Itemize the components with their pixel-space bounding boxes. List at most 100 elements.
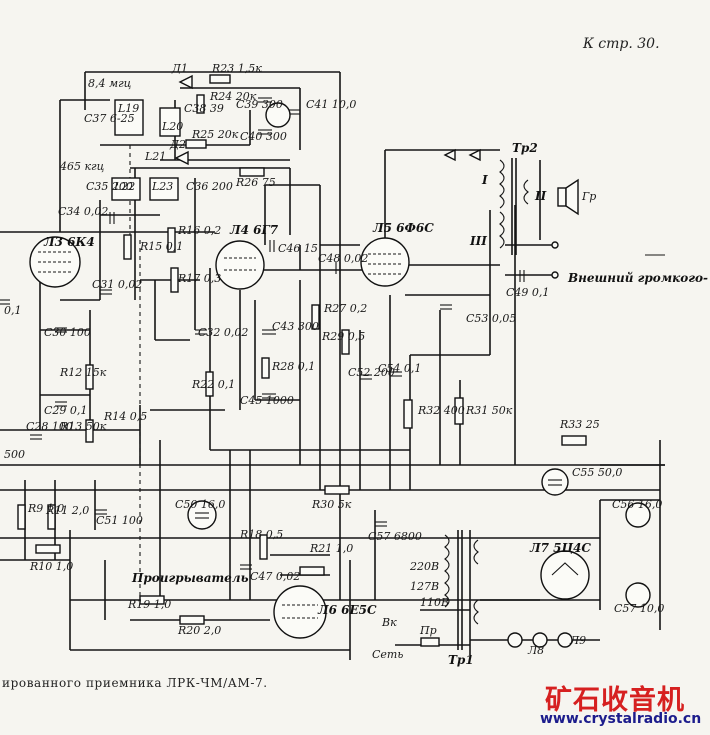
label-r32: R32 400 <box>417 404 465 417</box>
label-c30: C30 100 <box>44 326 91 339</box>
label-r10: R10 1,0 <box>29 560 73 573</box>
label-c54: C54 0,1 <box>378 362 421 375</box>
label-r12: R12 15к <box>59 366 107 379</box>
label-r21: R21 1,0 <box>309 542 353 555</box>
label-d1: Д1 <box>171 62 188 75</box>
label-vk: Вк <box>381 616 397 629</box>
label-r9: R9 1,0 <box>27 502 64 515</box>
label-r18: R18 0,5 <box>239 528 283 541</box>
transformer-tr2 <box>499 158 529 255</box>
label-gr: Гр <box>581 190 596 203</box>
label-v220: 220В <box>409 560 439 573</box>
label-r29: R29 0,5 <box>321 330 365 343</box>
label-l8: Л8 <box>527 644 544 657</box>
label-v110: 110В <box>420 596 449 609</box>
label-c56: C56 16,0 <box>612 498 662 511</box>
label-c53: C53 0,05 <box>466 312 516 325</box>
label-r20: R20 2,0 <box>177 624 221 637</box>
capacitors <box>0 97 651 608</box>
label-r11: R11 2,0 <box>45 504 89 517</box>
label-r33: R33 25 <box>559 418 600 431</box>
label-r31: R31 50к <box>465 404 513 417</box>
pilot-lamps <box>507 632 573 648</box>
label-l5: Л5 6Ф6С <box>372 221 434 235</box>
tube-l4 <box>215 240 265 290</box>
label-r14: R14 0,5 <box>103 410 147 423</box>
label-l21: L21 <box>144 150 166 163</box>
tube-l6 <box>273 585 327 639</box>
label-c57: C57 10,0 <box>614 602 664 615</box>
diodes <box>174 74 481 166</box>
label-w2: II <box>534 189 547 203</box>
label-f_84: 8,4 мгц <box>88 77 132 90</box>
label-c32: C32 0,02 <box>198 326 248 339</box>
label-c48: C48 0,02 <box>318 252 368 265</box>
label-r13: R13 50к <box>59 420 107 433</box>
label-l19: L19 <box>117 102 139 115</box>
label-l4: Л4 6Г7 <box>229 223 279 237</box>
label-d2: Д2 <box>169 138 186 151</box>
circuit-schematic: 8,4 мгц 465 кгц Д1 Д2 R23 1,5к R24 20к R… <box>0 62 710 667</box>
label-l6: Л6 6Е5С <box>317 603 377 617</box>
label-r26: R26 75 <box>235 176 276 189</box>
tube-l3 <box>29 236 81 288</box>
watermark-title: 矿石收音机 <box>545 685 685 716</box>
label-c49: C49 0,1 <box>506 286 549 299</box>
label-c31: C31 0,02 <box>92 278 142 291</box>
label-v127: 127В <box>410 580 439 593</box>
component-labels: 8,4 мгц 465 кгц Д1 Д2 R23 1,5к R24 20к R… <box>4 62 710 667</box>
label-r24: R24 20к <box>209 90 257 103</box>
label-w1: I <box>481 173 488 187</box>
label-ext-speaker: Внешний громкого- воритель <box>567 271 710 285</box>
speaker-icon <box>557 178 579 216</box>
label-tr2: Тр2 <box>512 141 538 155</box>
label-r19: R19 1,0 <box>127 598 171 611</box>
label-c39: C39 300 <box>236 98 283 111</box>
label-l22: L22 <box>113 180 135 193</box>
label-c41: C41 10,0 <box>306 98 356 111</box>
label-r27: R27 0,2 <box>323 302 367 315</box>
label-r30: R30 5к <box>311 498 352 511</box>
label-r28: R28 0,1 <box>271 360 315 373</box>
label-l20: L20 <box>161 120 183 133</box>
label-c36: C36 200 <box>186 180 233 193</box>
label-r15: R15 0,1 <box>139 240 183 253</box>
if-coils <box>111 99 181 201</box>
label-c-left: 0,1 <box>4 304 22 317</box>
label-r22: R22 0,1 <box>191 378 235 391</box>
label-w3: III <box>469 234 487 248</box>
label-tr1: Тр1 <box>448 653 474 667</box>
label-set: Сеть <box>372 648 403 661</box>
label-player: Проигрыватель <box>131 571 249 585</box>
site-watermark: 矿石收音机 www.crystalradio.cn <box>540 678 705 732</box>
label-c47: C47 0,02 <box>250 570 300 583</box>
label-c55: C55 50,0 <box>572 466 622 479</box>
resistors <box>17 74 587 647</box>
transformer-tr1 <box>444 530 479 650</box>
speaker-terminals <box>551 241 559 279</box>
label-l9: Л9 <box>569 634 586 647</box>
label-c43: C43 300 <box>272 320 319 333</box>
label-l3: Л3 6К4 <box>43 235 95 249</box>
label-r25: R25 20к <box>191 128 239 141</box>
label-r17: R17 0,3 <box>177 272 221 285</box>
label-l23: L23 <box>151 180 173 193</box>
label-r16: R16 0,2 <box>177 224 221 237</box>
label-c50: C50 16,0 <box>175 498 225 511</box>
label-c29: C29 0,1 <box>44 404 87 417</box>
figure-caption: ированного приемника ЛРК-ЧМ/АМ-7. <box>2 676 268 690</box>
label-c51: C51 100 <box>96 514 143 527</box>
tube-l5 <box>360 237 410 287</box>
watermark-url: www.crystalradio.cn <box>540 711 702 727</box>
page-reference: К стр. 30. <box>583 36 660 52</box>
label-c38: C38 39 <box>184 102 224 115</box>
label-c46: C46 15 <box>278 242 318 255</box>
label-c52: C52 200 <box>348 366 395 379</box>
label-c28: C28 100 <box>26 420 73 433</box>
label-f_465: 465 кгц <box>59 160 105 173</box>
label-c40: C40 300 <box>240 130 287 143</box>
label-c37: C37 6-25 <box>84 112 135 125</box>
tube-l7 <box>540 550 590 600</box>
label-c34: C34 0,02 <box>58 205 108 218</box>
